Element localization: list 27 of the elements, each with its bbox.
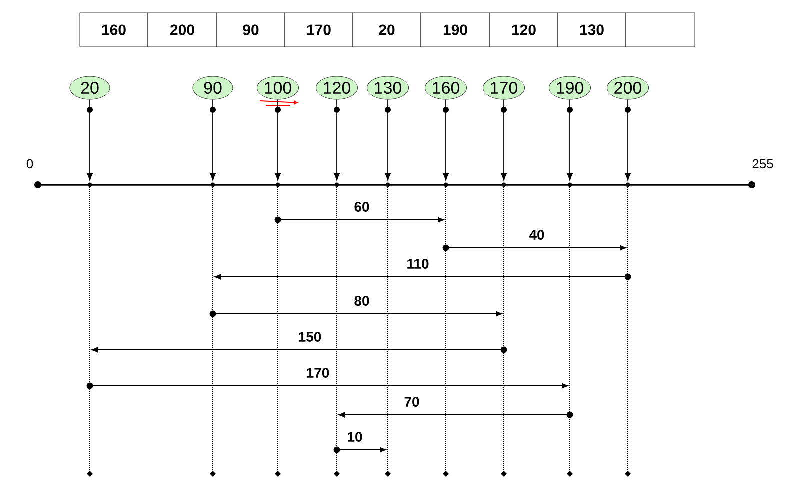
distance-label: 150	[299, 332, 322, 342]
queue-cell: 90	[216, 12, 286, 48]
queue-cell: 130	[558, 12, 626, 48]
queue-cell: 120	[490, 12, 558, 48]
distance-label: 80	[354, 296, 370, 306]
arrow	[210, 99, 216, 181]
distance-label: 70	[404, 397, 420, 407]
queue-cell: 200	[148, 12, 218, 48]
axis-label: 0	[26, 159, 34, 169]
distance-label: 60	[354, 202, 370, 212]
arrow	[566, 99, 574, 181]
arrow	[334, 99, 340, 181]
arrow	[274, 99, 282, 181]
axis-label: 255	[752, 159, 774, 169]
queue-cell: 170	[284, 12, 354, 48]
arrow	[500, 99, 508, 181]
arrow	[624, 99, 632, 181]
queue-cell: 20	[352, 12, 422, 48]
queue-cell: 190	[420, 12, 490, 48]
distance-label: 170	[307, 368, 330, 378]
distance-label: 10	[348, 432, 362, 442]
arrow	[384, 99, 392, 181]
queue-cell: 160	[80, 12, 148, 48]
distance-label: 40	[529, 230, 544, 240]
arrow	[86, 99, 94, 181]
distance-label: 110	[408, 259, 429, 269]
arrow	[442, 99, 450, 181]
